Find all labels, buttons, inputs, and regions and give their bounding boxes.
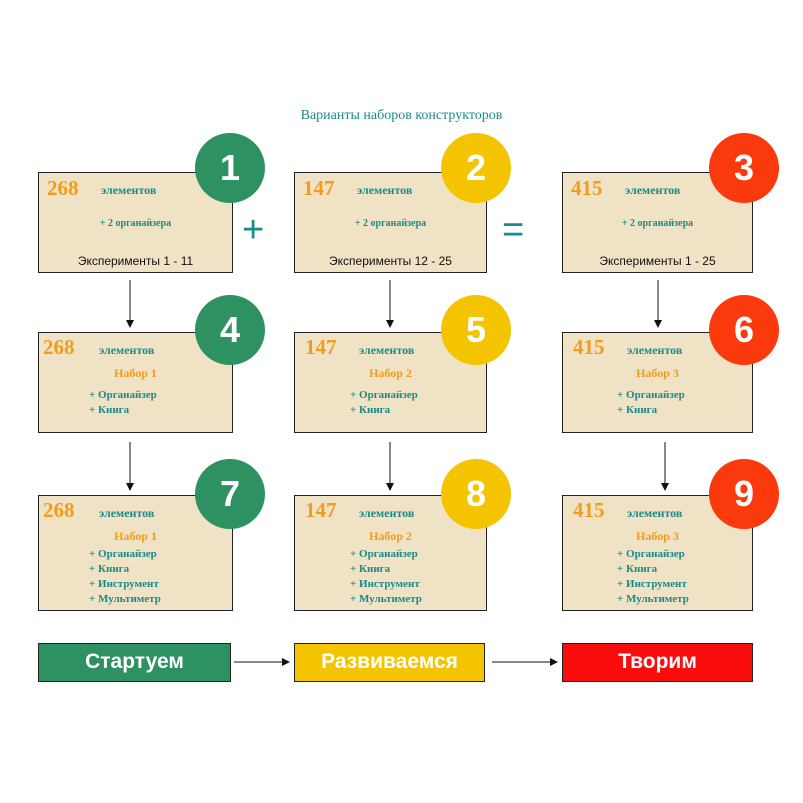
badge-6: 6 bbox=[709, 295, 779, 365]
set-item: + Книга bbox=[617, 563, 658, 575]
set-item: + Органайзер bbox=[89, 389, 157, 401]
equals-operator: = bbox=[502, 209, 525, 251]
element-count: 147 bbox=[305, 335, 337, 359]
set-label: Набор 1 bbox=[114, 529, 157, 543]
element-count: 415 bbox=[571, 176, 603, 200]
set-item: + Книга bbox=[350, 404, 391, 416]
set-item: + Органайзер bbox=[350, 389, 418, 401]
element-count: 147 bbox=[305, 498, 337, 522]
set-item: + Инструмент bbox=[89, 578, 159, 590]
badge-3: 3 bbox=[709, 133, 779, 203]
set-label: Набор 3 bbox=[636, 366, 679, 380]
set-label: Набор 1 bbox=[114, 366, 157, 380]
element-unit: элементов bbox=[359, 506, 415, 520]
set-items: + Органайзер + Книга bbox=[89, 388, 157, 418]
element-unit: элементов bbox=[627, 343, 683, 357]
set-item: + Книга bbox=[89, 404, 130, 416]
element-count: 147 bbox=[303, 176, 335, 200]
badge-9: 9 bbox=[709, 459, 779, 529]
set-items: + Органайзер + Книга + Инструмент + Муль… bbox=[89, 547, 161, 607]
set-item: + Органайзер bbox=[617, 548, 685, 560]
set-items: + Органайзер + Книга bbox=[617, 388, 685, 418]
set-item: + Книга bbox=[350, 563, 391, 575]
element-unit: элементов bbox=[101, 183, 157, 197]
set-item: + Органайзер bbox=[617, 389, 685, 401]
set-item: + Мультиметр bbox=[617, 593, 689, 605]
stage-start: Стартуем bbox=[38, 643, 231, 682]
set-label: Набор 2 bbox=[369, 366, 412, 380]
element-count: 268 bbox=[43, 335, 75, 359]
organizer-note: + 2 органайзера bbox=[99, 218, 172, 229]
set-item: + Органайзер bbox=[89, 548, 157, 560]
badge-5: 5 bbox=[441, 295, 511, 365]
stage-create: Творим bbox=[562, 643, 753, 682]
experiments-range: Эксперименты 12 - 25 bbox=[329, 254, 452, 268]
organizer-note: + 2 органайзера bbox=[621, 218, 694, 229]
stage-develop: Развиваемся bbox=[294, 643, 485, 682]
kit-box-3: 415 элементов + 2 органайзера Эксперимен… bbox=[562, 172, 753, 273]
set-items: + Органайзер + Книга bbox=[350, 388, 418, 418]
experiments-range: Эксперименты 1 - 11 bbox=[77, 254, 194, 268]
element-unit: элементов bbox=[357, 183, 413, 197]
badge-2: 2 bbox=[441, 133, 511, 203]
set-item: + Мультиметр bbox=[89, 593, 161, 605]
kit-box-1: 268 элементов + 2 органайзера Эксперимен… bbox=[38, 172, 233, 273]
badge-7: 7 bbox=[195, 459, 265, 529]
element-unit: элементов bbox=[99, 506, 155, 520]
diagram-title: Варианты наборов конструкторов bbox=[300, 108, 503, 123]
set-item: + Книга bbox=[89, 563, 130, 575]
kit-box-7: 268 элементов Набор 1 + Органайзер + Кни… bbox=[38, 495, 233, 611]
badge-8: 8 bbox=[441, 459, 511, 529]
badge-4: 4 bbox=[195, 295, 265, 365]
set-item: + Инструмент bbox=[617, 578, 687, 590]
set-items: + Органайзер + Книга + Инструмент + Муль… bbox=[350, 547, 422, 607]
organizer-note: + 2 органайзера bbox=[354, 218, 427, 229]
element-count: 268 bbox=[47, 176, 79, 200]
set-item: + Органайзер bbox=[350, 548, 418, 560]
set-label: Набор 2 bbox=[369, 529, 412, 543]
element-unit: элементов bbox=[625, 183, 681, 197]
set-items: + Органайзер + Книга + Инструмент + Муль… bbox=[617, 547, 689, 607]
element-unit: элементов bbox=[627, 506, 683, 520]
element-count: 415 bbox=[573, 335, 605, 359]
set-item: + Книга bbox=[617, 404, 658, 416]
experiments-range: Эксперименты 1 - 25 bbox=[599, 254, 716, 268]
set-item: + Мультиметр bbox=[350, 593, 422, 605]
badge-1: 1 bbox=[195, 133, 265, 203]
element-count: 415 bbox=[573, 498, 605, 522]
element-unit: элементов bbox=[359, 343, 415, 357]
plus-operator: + bbox=[242, 209, 265, 251]
set-item: + Инструмент bbox=[350, 578, 420, 590]
element-count: 268 bbox=[43, 498, 75, 522]
element-unit: элементов bbox=[99, 343, 155, 357]
set-label: Набор 3 bbox=[636, 529, 679, 543]
